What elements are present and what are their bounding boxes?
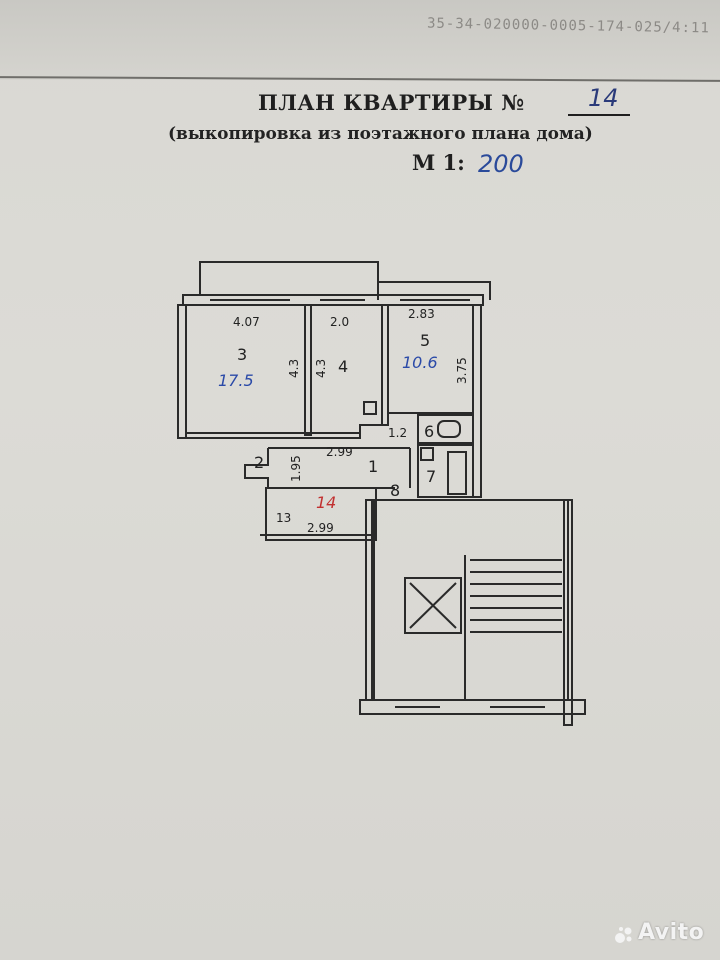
dim-r5-depth: 3.75 xyxy=(455,357,469,384)
toilet-icon xyxy=(420,447,434,461)
dim-r5-width: 2.83 xyxy=(408,307,435,321)
stairwell xyxy=(371,499,569,701)
balcony-right xyxy=(377,281,491,300)
room-7-box xyxy=(417,444,474,498)
stair-wall-right xyxy=(563,499,573,726)
room-8-number: 8 xyxy=(390,481,400,500)
scale-value: 200 xyxy=(478,150,524,178)
room-7-number: 7 xyxy=(426,467,436,486)
room-1-number: 1 xyxy=(368,457,378,476)
room-6-box xyxy=(417,414,474,444)
room-3-area: 17.5 xyxy=(218,371,254,390)
elevator-shaft xyxy=(404,577,462,634)
watermark: Avito xyxy=(638,920,705,945)
door-r4 xyxy=(330,424,385,439)
sink-icon xyxy=(437,420,461,438)
stair-steps xyxy=(470,559,562,633)
closet-2 xyxy=(244,448,269,488)
page-subtitle: (выкопировка из поэтажного плана дома) xyxy=(168,124,593,144)
dim-r1-depth: 1.95 xyxy=(289,455,303,482)
room-13-number: 13 xyxy=(276,511,291,525)
room-5-number: 5 xyxy=(420,331,430,350)
room-13-box xyxy=(265,487,377,541)
dim-r1-width: 2.99 xyxy=(326,445,353,459)
dim-r3-depth: 4.3 xyxy=(287,359,301,378)
dim-r4-depth: 4.3 xyxy=(314,359,328,378)
room-2-number: 2 xyxy=(254,453,264,472)
bathtub-icon xyxy=(447,451,467,495)
stair-wall-bottom xyxy=(359,699,586,715)
exterior-wall-top xyxy=(182,294,484,306)
room-4-number: 4 xyxy=(338,357,348,376)
exterior-wall-left xyxy=(177,304,187,439)
partition-4-5 xyxy=(381,304,389,426)
apartment-mark: 14 xyxy=(316,493,336,512)
apartment-number: 14 xyxy=(588,84,619,112)
exterior-wall-right xyxy=(472,304,482,498)
dim-r13-width: 2.99 xyxy=(307,521,334,535)
scale-label: М 1: xyxy=(412,150,465,175)
room-3-number: 3 xyxy=(237,345,247,364)
room-6-number: 6 xyxy=(424,422,434,441)
partition-3-4 xyxy=(304,304,312,436)
page-title: ПЛАН КВАРТИРЫ № xyxy=(258,90,525,115)
dim-r4-width: 2.0 xyxy=(330,315,349,329)
dim-r6-width: 1.2 xyxy=(388,426,407,440)
stove-mark xyxy=(363,401,377,415)
room-5-area: 10.6 xyxy=(402,353,438,372)
avito-logo-icon xyxy=(615,927,632,943)
apartment-number-field: 14 xyxy=(568,84,630,116)
dim-r3-width: 4.07 xyxy=(233,315,260,329)
paper-top-strip xyxy=(0,0,720,80)
